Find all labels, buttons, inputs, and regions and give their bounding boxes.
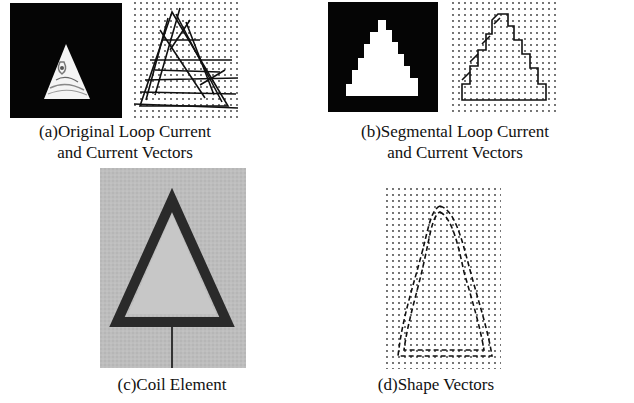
shape-vector-plot — [385, 185, 501, 369]
panel-caption: (c)Coil Element — [57, 374, 287, 395]
loop-current-image — [10, 3, 122, 118]
panel-caption: (b)Segmental Loop Current and Current Ve… — [355, 121, 555, 163]
coil-element-photo — [100, 168, 246, 368]
segmental-vector-plot — [448, 2, 556, 116]
panel-caption: (a)Original Loop Current and Current Vec… — [33, 121, 218, 163]
current-vector-plot — [130, 2, 240, 118]
segmental-current-image — [328, 2, 438, 112]
panel-caption: (d)Shape Vectors — [321, 374, 551, 395]
